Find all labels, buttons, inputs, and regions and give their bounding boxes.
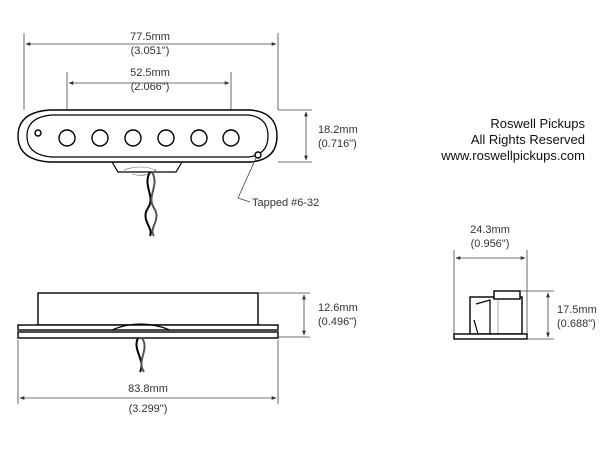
brand-block: Roswell Pickups All Rights Reserved www.… <box>440 116 585 163</box>
pole-spacing-mm: 52.5mm <box>130 67 170 79</box>
pole-pieces <box>58 129 240 147</box>
end-height-in: (0.688") <box>557 318 596 330</box>
top-view-pickup <box>17 109 278 176</box>
side-height-in: (0.496") <box>318 316 357 328</box>
end-view-height-dimension: 17.5mm (0.688") <box>520 290 597 340</box>
top-height-in: (0.716") <box>318 138 357 150</box>
top-height-mm: 18.2mm <box>318 124 358 136</box>
end-view-width-dimension: 24.3mm (0.956") <box>453 224 528 336</box>
side-view-overall-dimension: 83.8mm (3.299") <box>17 340 279 415</box>
pole-spacing-in: (2.066") <box>131 81 170 93</box>
tapped-note: Tapped #6-32 <box>252 197 319 209</box>
side-view-height-dimension: 12.6mm (0.496") <box>258 292 358 338</box>
side-overall-mm: 83.8mm <box>128 383 168 395</box>
top-view-pole-spacing-dimension: 52.5mm (2.066") <box>66 67 232 118</box>
top-view-overall-dimension: 77.5mm (3.051") <box>23 31 279 110</box>
tapped-hole-callout: Tapped #6-32 <box>237 157 319 209</box>
top-view-lead-wires <box>144 171 158 237</box>
brand-url: www.roswellpickups.com <box>440 148 585 163</box>
side-overall-in: (3.299") <box>129 403 168 415</box>
top-view-height-dimension: 18.2mm (0.716") <box>278 109 358 163</box>
brand-rights: All Rights Reserved <box>471 132 585 147</box>
brand-name: Roswell Pickups <box>490 116 585 131</box>
top-overall-mm: 77.5mm <box>130 31 170 43</box>
end-width-in: (0.956") <box>471 238 510 250</box>
mounting-hole-left <box>34 129 42 137</box>
side-view-pickup <box>17 292 279 373</box>
end-width-mm: 24.3mm <box>470 224 510 236</box>
end-height-mm: 17.5mm <box>557 304 597 316</box>
top-overall-in: (3.051") <box>131 45 170 57</box>
mounting-hole-right <box>254 151 262 159</box>
end-view-pickup <box>453 290 528 340</box>
side-height-mm: 12.6mm <box>318 302 358 314</box>
